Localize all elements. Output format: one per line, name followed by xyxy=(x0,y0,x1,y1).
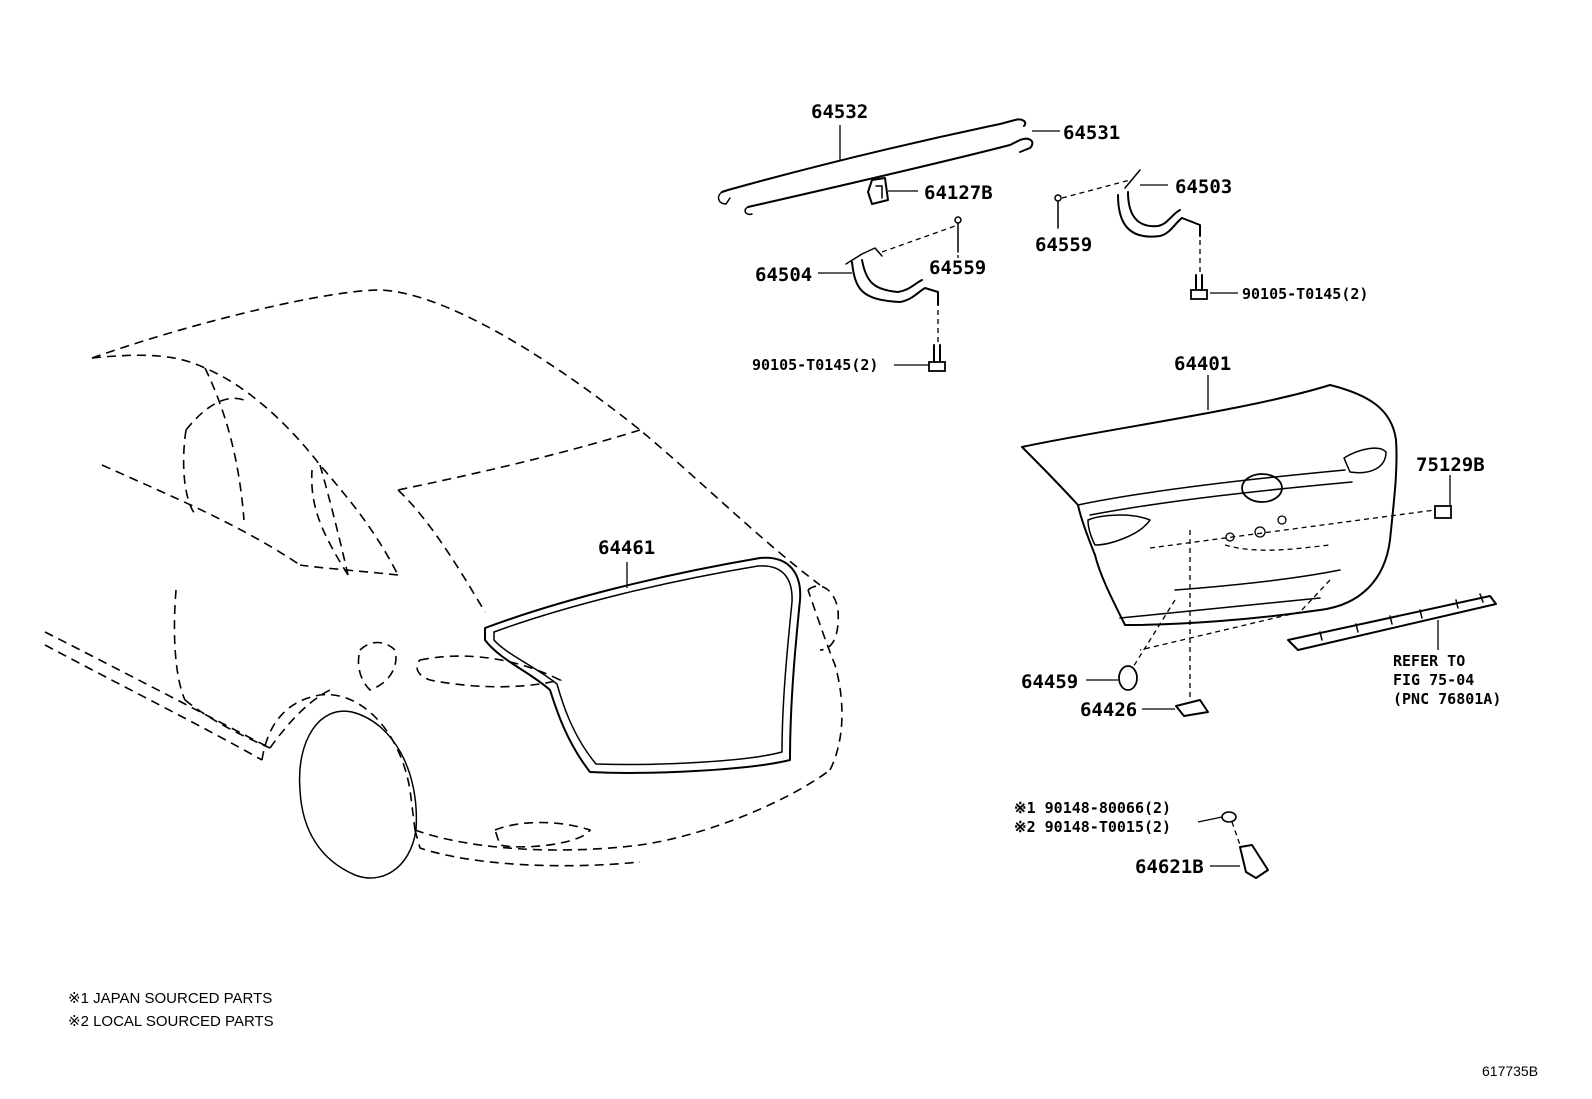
label-64532[interactable]: 64532 xyxy=(811,101,868,123)
pin-64559-right[interactable] xyxy=(1054,194,1062,229)
label-64461[interactable]: 64461 xyxy=(598,537,655,559)
label-64503[interactable]: 64503 xyxy=(1175,176,1232,198)
bolt-90105-right[interactable] xyxy=(1190,274,1208,300)
stop-lamp-assembly[interactable] xyxy=(1287,593,1497,651)
weatherstrip-64461[interactable] xyxy=(484,556,802,774)
hinge-64503[interactable] xyxy=(1117,169,1201,238)
cushion-64459[interactable] xyxy=(1118,665,1138,691)
footnotes: ※1 JAPAN SOURCED PARTS ※2 LOCAL SOURCED … xyxy=(68,990,274,1030)
vehicle-outline xyxy=(44,289,843,879)
hinge-pin-dashes xyxy=(881,179,1201,342)
label-64559-right[interactable]: 64559 xyxy=(1035,234,1092,256)
label-64504[interactable]: 64504 xyxy=(755,264,812,286)
note-japan-sourced: ※1 JAPAN SOURCED PARTS xyxy=(68,990,272,1007)
trunk-lid-64401[interactable] xyxy=(1021,384,1398,626)
label-64621b[interactable]: 64621B xyxy=(1135,856,1204,878)
label-bolt-90105-right[interactable]: 90105-T0145(2) xyxy=(1242,285,1368,303)
lid-dashed-leaders xyxy=(1129,509,1436,700)
note-local-sourced: ※2 LOCAL SOURCED PARTS xyxy=(68,1013,274,1030)
hinge-64504[interactable] xyxy=(845,247,939,306)
label-64426[interactable]: 64426 xyxy=(1080,699,1137,721)
leader-lines xyxy=(626,125,1451,867)
bolt-90105-left[interactable] xyxy=(928,344,946,372)
label-64531[interactable]: 64531 xyxy=(1063,122,1120,144)
bracket-64127b[interactable] xyxy=(867,177,889,205)
refer-line-3: (PNC 76801A) xyxy=(1393,690,1501,708)
label-64127b[interactable]: 64127B xyxy=(924,182,993,204)
label-64401[interactable]: 64401 xyxy=(1174,353,1231,375)
part-labels: 64532 64531 64127B 64503 64559 64504 645… xyxy=(598,101,1501,878)
label-bolt-90105-left[interactable]: 90105-T0145(2) xyxy=(752,356,878,374)
refer-line-1: REFER TO xyxy=(1393,652,1465,670)
clip-90148[interactable] xyxy=(1221,811,1241,846)
label-64459[interactable]: 64459 xyxy=(1021,671,1078,693)
label-64559-left[interactable]: 64559 xyxy=(929,257,986,279)
torsion-rod-64531[interactable] xyxy=(744,137,1034,216)
striker-64426[interactable] xyxy=(1175,699,1209,717)
label-75129b[interactable]: 75129B xyxy=(1416,454,1485,476)
figure-id: 617735B xyxy=(1482,1063,1538,1079)
cushion-75129b[interactable] xyxy=(1434,505,1452,519)
refer-line-2: FIG 75-04 xyxy=(1393,671,1474,689)
torsion-rod-64532[interactable] xyxy=(717,118,1027,205)
label-clip-2[interactable]: ※2 90148-T0015(2) xyxy=(1014,818,1171,836)
pin-64559-left[interactable] xyxy=(954,216,962,253)
bracket-64621b[interactable] xyxy=(1239,844,1269,879)
label-clip-1[interactable]: ※1 90148-80066(2) xyxy=(1014,799,1171,817)
